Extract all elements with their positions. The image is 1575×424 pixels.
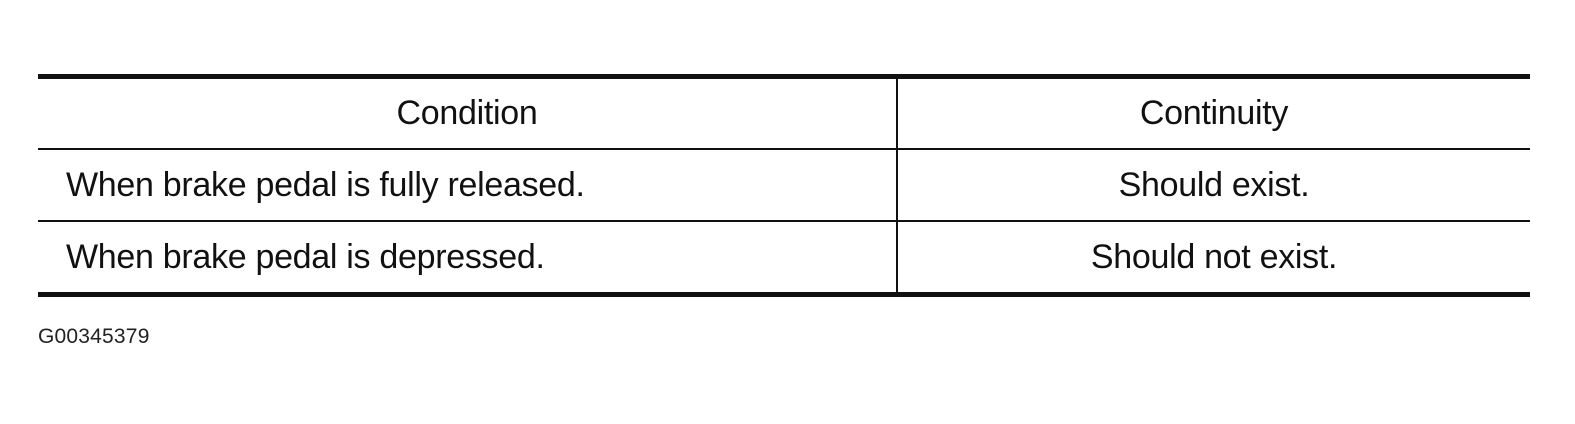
header-row: Condition Continuity bbox=[38, 76, 1530, 150]
cell-condition: When brake pedal is depressed. bbox=[38, 221, 898, 295]
table-row: When brake pedal is fully released. Shou… bbox=[38, 149, 1530, 222]
figure-id: G00345379 bbox=[38, 325, 150, 348]
table-header: Condition Continuity bbox=[38, 76, 1530, 150]
table-body: When brake pedal is fully released. Shou… bbox=[38, 149, 1530, 295]
header-continuity: Continuity bbox=[897, 76, 1530, 150]
cell-continuity: Should not exist. bbox=[1090, 237, 1338, 276]
header-condition: Condition bbox=[38, 76, 898, 150]
cell-condition: When brake pedal is fully released. bbox=[38, 149, 898, 222]
continuity-spec-table: Condition Continuity When brake pedal is… bbox=[38, 74, 1530, 297]
table-row: When brake pedal is depressed. Should no… bbox=[38, 221, 1530, 295]
cell-continuity: Should exist. bbox=[897, 149, 1530, 222]
